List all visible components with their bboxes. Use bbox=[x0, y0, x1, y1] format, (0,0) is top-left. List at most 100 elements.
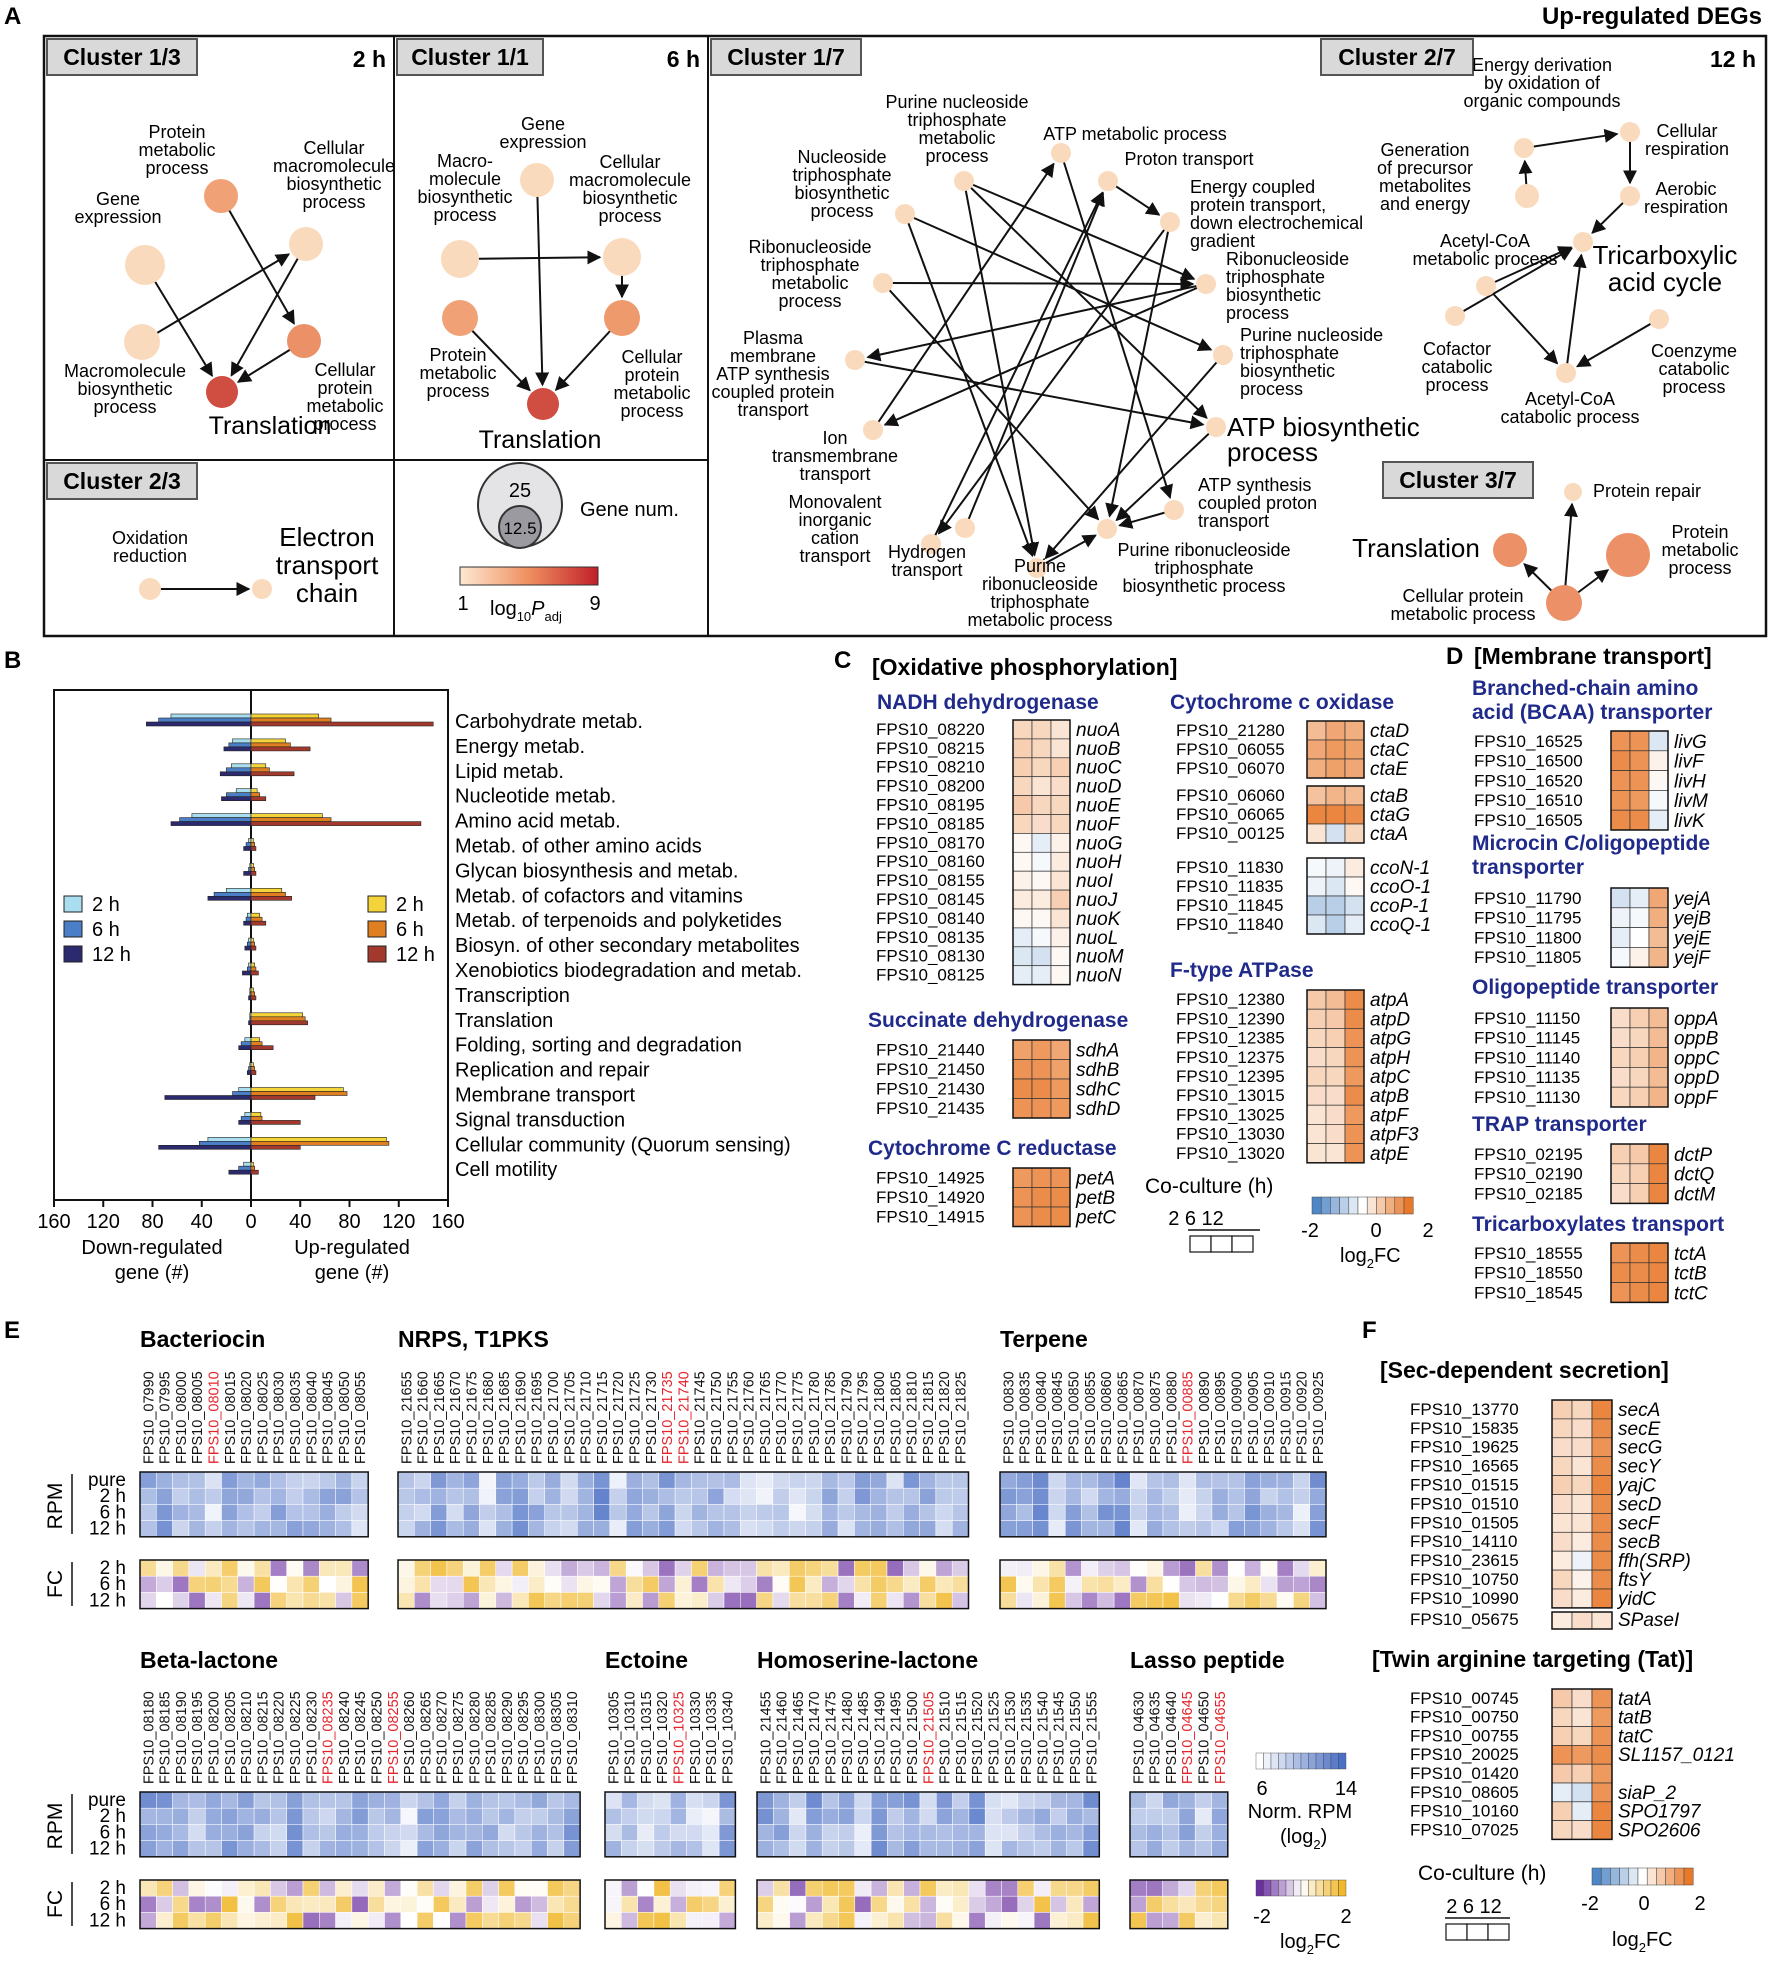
fc-cell bbox=[1211, 1895, 1229, 1913]
rpm-cell bbox=[805, 1840, 823, 1858]
cluster-title: Beta-lactone bbox=[140, 1647, 278, 1673]
fc-cell bbox=[984, 1895, 1002, 1913]
x-axis-label: Up-regulated bbox=[294, 1237, 410, 1259]
rpm-scale-step bbox=[1285, 1752, 1294, 1770]
fc-cell bbox=[351, 1879, 369, 1897]
scale-step bbox=[1366, 1196, 1377, 1215]
fc-cell bbox=[1309, 1592, 1327, 1609]
heat-cell bbox=[1648, 750, 1669, 771]
rpm-cell bbox=[414, 1471, 431, 1489]
bar bbox=[250, 842, 255, 847]
gene-id-vertical: FPS10_08235 bbox=[321, 1691, 337, 1784]
rpm-cell bbox=[547, 1807, 565, 1825]
gene-symbol: tatB bbox=[1618, 1708, 1652, 1729]
heat-cell bbox=[1571, 1726, 1593, 1746]
fc-cell bbox=[821, 1575, 839, 1593]
group-title: Tricarboxylates transport bbox=[1472, 1213, 1724, 1236]
rpm-cell bbox=[669, 1840, 687, 1858]
bar bbox=[250, 937, 254, 943]
rpm-cell bbox=[903, 1520, 920, 1538]
gene-id-vertical: FPS10_21700 bbox=[546, 1371, 562, 1464]
fc-cell bbox=[718, 1912, 736, 1929]
rpm-cell bbox=[1194, 1807, 1212, 1825]
node-label: metabolic bbox=[419, 363, 496, 383]
rpm-cell bbox=[188, 1840, 206, 1858]
fc-cell bbox=[642, 1575, 660, 1593]
fc-cell bbox=[1211, 1575, 1229, 1593]
heat-cell bbox=[1629, 1007, 1650, 1029]
fc-cell bbox=[530, 1895, 548, 1913]
network-cluster-1-3: ProteinmetabolicprocessCellularmacromole… bbox=[64, 122, 395, 440]
heat-cell bbox=[1012, 889, 1033, 910]
node-label: Ion bbox=[822, 428, 847, 448]
heat-cell bbox=[1648, 887, 1669, 909]
heat-cell bbox=[1591, 1726, 1613, 1746]
gene-id: FPS10_16500 bbox=[1474, 752, 1583, 771]
network-edge bbox=[964, 191, 1105, 529]
fc-cell bbox=[221, 1575, 239, 1593]
rpm-cell bbox=[999, 1520, 1017, 1538]
gene-id-vertical: FPS10_00840 bbox=[1034, 1371, 1050, 1464]
gene-symbol: petB bbox=[1075, 1188, 1115, 1209]
rpm-cell bbox=[433, 1807, 450, 1825]
network-node bbox=[139, 578, 161, 600]
rpm-cell bbox=[511, 1487, 529, 1505]
rpm-cell bbox=[237, 1807, 255, 1825]
fc-cell bbox=[156, 1879, 173, 1897]
fc-cell bbox=[1146, 1575, 1164, 1593]
rpm-cell bbox=[1195, 1504, 1213, 1521]
rpm-cell bbox=[1276, 1504, 1294, 1521]
heat-cell bbox=[1610, 1242, 1631, 1264]
bar bbox=[164, 1095, 252, 1100]
fc-cell bbox=[237, 1895, 255, 1913]
gene-symbol: petA bbox=[1075, 1169, 1115, 1190]
rpm-cell bbox=[270, 1791, 287, 1809]
node-label: process bbox=[145, 158, 208, 178]
fc-cell bbox=[414, 1592, 431, 1609]
fc-cell bbox=[870, 1559, 888, 1577]
rpm-cell bbox=[172, 1520, 190, 1538]
row-label: 2 h bbox=[100, 1806, 126, 1827]
gene-id-vertical: FPS10_08035 bbox=[288, 1371, 304, 1464]
gene-symbol: tatA bbox=[1618, 1689, 1652, 1710]
gene-symbol: livM bbox=[1674, 791, 1708, 812]
rpm-scale-step bbox=[1308, 1752, 1317, 1770]
heat-cell bbox=[1610, 1143, 1631, 1165]
fc-cell bbox=[1032, 1575, 1050, 1593]
fc-cell bbox=[302, 1912, 320, 1929]
axis-label-fc: FC bbox=[44, 1570, 67, 1598]
scale-label-part: log bbox=[1340, 1245, 1367, 1267]
heat-cell bbox=[1610, 809, 1631, 831]
fc-cell bbox=[691, 1559, 708, 1577]
bar bbox=[250, 962, 255, 968]
network-node bbox=[921, 534, 941, 554]
rpm-cell bbox=[495, 1504, 513, 1521]
heat-cell bbox=[1012, 833, 1033, 853]
rpm-cell bbox=[1260, 1487, 1278, 1505]
fc-cell bbox=[416, 1912, 434, 1929]
heat-cell bbox=[1648, 1242, 1669, 1264]
fc-cell bbox=[1244, 1559, 1262, 1577]
node-label: Macromolecule bbox=[64, 361, 186, 381]
gene-id: FPS10_08170 bbox=[876, 833, 985, 852]
rpm-cell bbox=[139, 1520, 157, 1538]
node-label: macromolecule bbox=[273, 156, 395, 176]
rpm-cell bbox=[498, 1807, 516, 1825]
fc-cell bbox=[702, 1879, 720, 1897]
rpm-cell bbox=[446, 1504, 464, 1521]
row-label: 12 h bbox=[89, 1590, 126, 1611]
heat-cell bbox=[1610, 1047, 1631, 1068]
fc-cell bbox=[984, 1879, 1002, 1897]
bar bbox=[250, 788, 258, 794]
rpm-cell bbox=[172, 1487, 190, 1505]
gene-id: FPS10_21440 bbox=[876, 1041, 985, 1060]
gene-id-vertical: FPS10_00845 bbox=[1050, 1371, 1066, 1464]
rpm-cell bbox=[653, 1824, 671, 1841]
rpm-cell bbox=[1162, 1471, 1180, 1489]
scale-step bbox=[1665, 1867, 1676, 1886]
gene-id-vertical: FPS10_00865 bbox=[1115, 1371, 1131, 1464]
gene-id-vertical: FPS10_08050 bbox=[337, 1371, 353, 1464]
gene-id-vertical: FPS10_08265 bbox=[418, 1691, 434, 1784]
rpm-cell bbox=[172, 1791, 190, 1809]
fc-cell bbox=[547, 1879, 565, 1897]
